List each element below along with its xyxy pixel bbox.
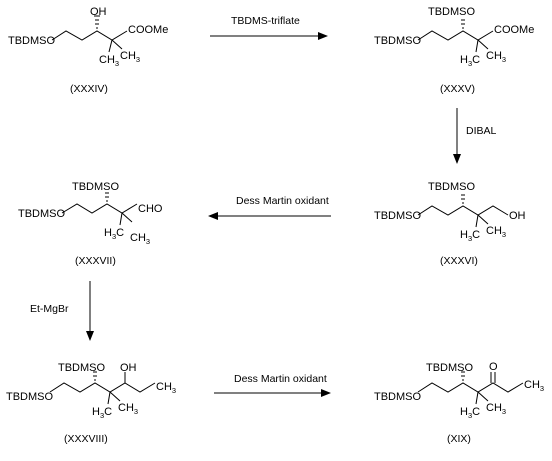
bond-skeleton (417, 382, 524, 393)
methyl-label: CH3 (486, 50, 506, 64)
hydroxyl-label: OH (509, 210, 526, 222)
arrow-step-4: Et-MgBr (30, 281, 94, 341)
ester-label: COOMe (128, 24, 168, 36)
silyl-ether-label: TBDMSO (58, 362, 106, 374)
methyl-label: H3C (460, 229, 480, 243)
arrow-step-5: Dess Martin oxidant (214, 373, 331, 397)
methyl-label: CH3 (524, 379, 544, 393)
bond-methyls (475, 39, 489, 53)
silyl-ether-label: TBDMSO (18, 208, 66, 220)
bond-skeleton (417, 205, 509, 216)
carbonyl-oxygen-label: O (489, 361, 498, 373)
bond-skeleton (51, 30, 128, 41)
bond-stereo-hash (105, 192, 109, 202)
silyl-ether-label: TBDMSO (374, 391, 422, 403)
compound-xix: TBDMSO TBDMSO O CH3 H3C CH3 (XIX) (374, 361, 544, 445)
bond-stereo-hash (461, 194, 465, 204)
bond-skeleton (417, 30, 494, 41)
reagent-label: Et-MgBr (30, 303, 69, 315)
aldehyde-label: CHO (138, 203, 163, 215)
arrow-step-1: TBDMS-triflate (210, 15, 328, 40)
compound-id: (XXXV) (440, 83, 475, 95)
methyl-label: CH3 (99, 54, 119, 68)
silyl-ether-label: TBDMSO (426, 362, 474, 374)
bond-stereo-hash (461, 19, 465, 29)
silyl-ether-label: TBDMSO (428, 181, 476, 193)
compound-id: (XXXIV) (70, 83, 108, 95)
silyl-ether-label: TBDMSO (374, 210, 422, 222)
methyl-label: CH3 (120, 50, 140, 64)
reagent-label: Dess Martin oxidant (234, 373, 327, 385)
compound-id: (XXXVIII) (64, 433, 108, 445)
methyl-label: H3C (460, 54, 480, 68)
reagent-label: Dess Martin oxidant (236, 195, 329, 207)
methyl-label: CH3 (156, 381, 176, 395)
methyl-label: CH3 (118, 402, 138, 416)
compound-xxxviii: TBDMSO TBDMSO OH CH3 H3C CH3 (XXXVIII) (6, 362, 176, 445)
silyl-ether-label: TBDMSO (374, 35, 422, 47)
silyl-ether-label: TBDMSO (72, 181, 120, 193)
bond-carbonyl (490, 372, 496, 383)
bond-stereo-hash (94, 15, 100, 29)
arrow-step-3: Dess Martin oxidant (208, 195, 331, 220)
compound-id: (XXXVI) (440, 255, 478, 267)
compound-xxxvi: TBDMSO TBDMSO OH H3C CH3 (XXXVI) (374, 181, 526, 267)
hydroxyl-label: OH (90, 6, 107, 18)
ester-label: COOMe (494, 24, 534, 36)
methyl-label: CH3 (486, 225, 506, 239)
silyl-ether-label: TBDMSO (6, 391, 54, 403)
bond-skeleton (61, 203, 138, 214)
methyl-label: H3C (104, 227, 124, 241)
silyl-ether-label: TBDMSO (428, 6, 476, 18)
reagent-label: TBDMS-triflate (231, 15, 300, 27)
compound-id: (XXXVII) (75, 255, 116, 267)
bond-methyls (475, 391, 489, 405)
compound-xxxvii: TBDMSO TBDMSO CHO H3C CH3 (XXXVII) (18, 181, 163, 267)
bond-methyls (119, 212, 133, 226)
arrow-step-2: DIBAL (453, 108, 497, 164)
bond-methyls (475, 214, 489, 228)
reagent-label: DIBAL (466, 125, 497, 137)
silyl-ether-label: TBDMSO (8, 35, 56, 47)
bond-methyls (108, 39, 123, 53)
methyl-label: CH3 (130, 232, 150, 246)
bond-skeleton (49, 382, 156, 393)
bond-stereo-hash (93, 371, 97, 381)
methyl-label: CH3 (486, 402, 506, 416)
bond-stereo-hash (461, 371, 465, 381)
methyl-label: H3C (92, 406, 112, 420)
compound-xxxv: TBDMSO TBDMSO COOMe H3C CH3 (XXXV) (374, 6, 534, 95)
compound-id: (XIX) (447, 433, 471, 445)
hydroxyl-label: OH (120, 362, 137, 374)
bond-methyls (107, 391, 121, 405)
methyl-label: H3C (460, 406, 480, 420)
compound-xxxiv: TBDMSO OH COOMe CH3 CH3 (XXXIV) (8, 6, 168, 95)
